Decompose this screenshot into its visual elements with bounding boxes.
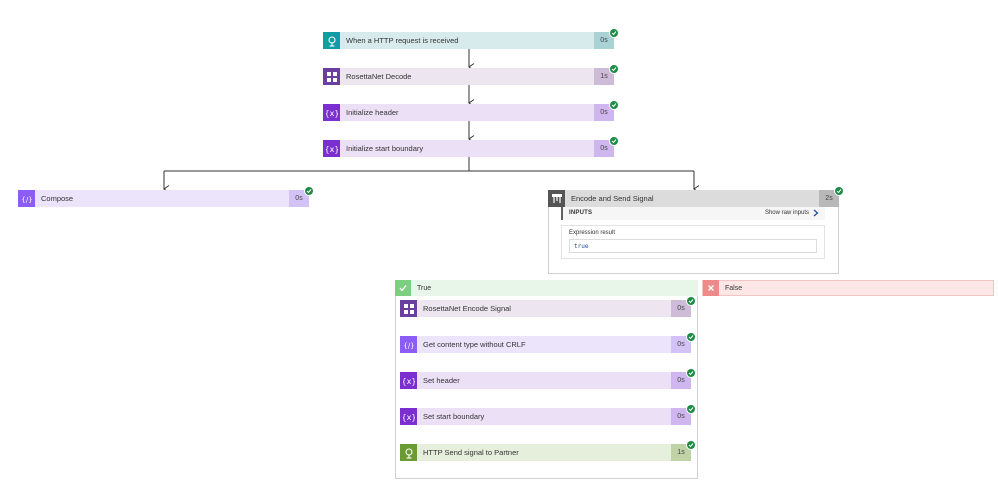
success-check-icon [686, 296, 696, 306]
trigger-duration: 0s [594, 32, 614, 49]
condition-icon [548, 190, 565, 207]
action-duration: 0s [671, 408, 691, 425]
success-check-icon [609, 136, 619, 146]
variable-icon: {x} [400, 372, 417, 389]
trigger-label: When a HTTP request is received [346, 36, 459, 45]
action-initialize-start-boundary[interactable]: {x} Initialize start boundary 0s [323, 140, 614, 157]
http-request-icon [323, 32, 340, 49]
rosettanet-icon [323, 68, 340, 85]
expression-result-box: Expression result true [561, 225, 825, 259]
action-rosettanet-decode[interactable]: RosettaNet Decode 1s [323, 68, 614, 85]
true-branch-header[interactable]: True [395, 280, 698, 296]
inputs-section-header[interactable]: INPUTS Show raw inputs [561, 205, 825, 220]
inputs-title: INPUTS [569, 209, 593, 216]
expression-result-value: true [569, 239, 817, 253]
action-duration: 0s [289, 190, 309, 207]
svg-text:{/}: {/} [403, 342, 414, 350]
action-label: Compose [41, 194, 74, 203]
action-set-header[interactable]: {x} Set header 0s [400, 372, 691, 389]
close-icon [703, 280, 719, 296]
action-duration: 2s [819, 190, 839, 207]
action-encode-send-signal[interactable]: Encode and Send Signal 2s [548, 190, 839, 207]
svg-text:{x}: {x} [326, 109, 338, 118]
success-check-icon [609, 64, 619, 74]
action-label: Set header [423, 376, 460, 385]
variable-icon: {x} [323, 140, 340, 157]
action-label: RosettaNet Decode [346, 72, 412, 81]
compose-icon: {/} [18, 190, 35, 207]
action-label: RosettaNet Encode Signal [423, 304, 511, 313]
action-duration: 0s [594, 140, 614, 157]
action-label: Initialize header [346, 108, 399, 117]
true-branch-label: True [417, 284, 432, 292]
variable-icon: {x} [323, 104, 340, 121]
action-label: Get content type without CRLF [423, 340, 526, 349]
expression-result-label: Expression result [569, 230, 616, 236]
svg-text:{x}: {x} [403, 377, 415, 386]
action-duration: 1s [671, 444, 691, 461]
action-rosettanet-encode-signal[interactable]: RosettaNet Encode Signal 0s [400, 300, 691, 317]
trigger-http-request[interactable]: When a HTTP request is received 0s [323, 32, 614, 49]
show-raw-inputs-label: Show raw inputs [764, 209, 809, 216]
svg-text:{/}: {/} [21, 196, 32, 204]
success-check-icon [609, 28, 619, 38]
action-label: Set start boundary [423, 412, 485, 421]
success-check-icon [609, 100, 619, 110]
svg-text:{x}: {x} [326, 145, 338, 154]
action-duration: 0s [671, 336, 691, 353]
action-label: HTTP Send signal to Partner [423, 448, 519, 457]
success-check-icon [304, 186, 314, 196]
action-duration: 0s [594, 104, 614, 121]
chevron-right-icon [813, 209, 819, 216]
action-compose[interactable]: {/} Compose 0s [18, 190, 309, 207]
success-check-icon [686, 332, 696, 342]
action-set-start-boundary[interactable]: {x} Set start boundary 0s [400, 408, 691, 425]
action-http-send-signal[interactable]: HTTP Send signal to Partner 1s [400, 444, 691, 461]
action-get-content-type[interactable]: {/} Get content type without CRLF 0s [400, 336, 691, 353]
action-duration: 1s [594, 68, 614, 85]
success-check-icon [686, 440, 696, 450]
action-duration: 0s [671, 372, 691, 389]
action-duration: 0s [671, 300, 691, 317]
http-icon [400, 444, 417, 461]
success-check-icon [686, 404, 696, 414]
check-icon [395, 280, 411, 296]
success-check-icon [834, 186, 844, 196]
rosettanet-icon [400, 300, 417, 317]
false-branch-label: False [725, 284, 743, 292]
show-raw-inputs-link[interactable]: Show raw inputs [765, 209, 819, 217]
variable-icon: {x} [400, 408, 417, 425]
compose-icon: {/} [400, 336, 417, 353]
action-label: Encode and Send Signal [571, 194, 654, 203]
action-label: Initialize start boundary [346, 144, 424, 153]
action-initialize-header[interactable]: {x} Initialize header 0s [323, 104, 614, 121]
svg-text:{x}: {x} [403, 413, 415, 422]
success-check-icon [686, 368, 696, 378]
false-branch-header[interactable]: False [702, 280, 994, 296]
